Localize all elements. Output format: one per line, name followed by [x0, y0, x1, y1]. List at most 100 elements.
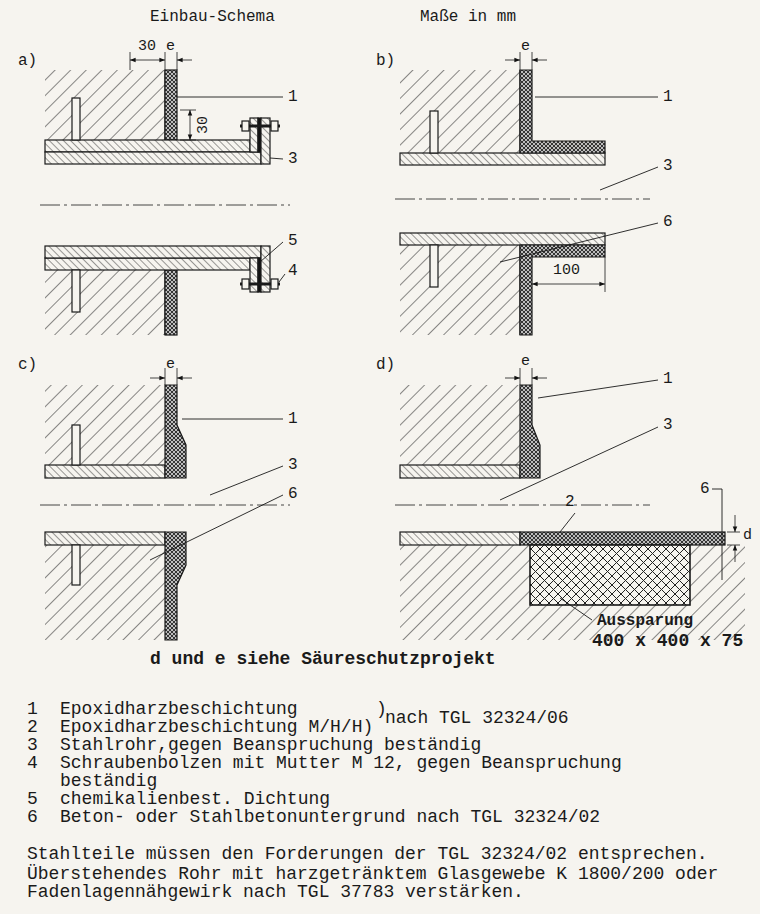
installation-c — [177, 378, 192, 379]
installation-c — [45, 385, 165, 465]
installation-b — [400, 245, 520, 335]
legend-text: Schraubenbolzen mit Mutter M 12, gegen B… — [60, 754, 660, 790]
installation-b — [430, 111, 438, 153]
installation-c — [72, 425, 80, 465]
installation-a — [45, 246, 261, 258]
installation-c — [177, 368, 178, 385]
reference-note: d und e siehe Säureschutzprojekt — [150, 650, 496, 668]
installation-d — [712, 489, 722, 580]
installation-a — [72, 98, 80, 140]
installation-d — [400, 465, 520, 478]
installation-b — [532, 284, 605, 285]
callout-number: 6 — [700, 480, 710, 498]
installation-d — [395, 368, 745, 640]
callout-number: 6 — [663, 213, 673, 231]
installation-d — [520, 368, 521, 385]
installation-a — [165, 70, 177, 140]
footnote: Stahlteile müssen den Forderungen der TG… — [27, 845, 732, 863]
callout-number: 5 — [288, 232, 298, 250]
installation-c — [210, 466, 283, 495]
installation-c — [165, 532, 186, 640]
installation-a — [45, 152, 261, 164]
legend-number: 3 — [27, 736, 38, 754]
installation-a — [45, 70, 165, 140]
installation-c — [40, 505, 290, 506]
installation-a — [271, 279, 278, 289]
installation-c — [45, 532, 165, 545]
callout-number: 1 — [663, 370, 673, 388]
installation-d — [500, 427, 658, 500]
footnote: Überstehendes Rohr mit harzgetränktem Gl… — [27, 865, 732, 901]
installation-d — [520, 532, 725, 545]
dimension: 100 — [553, 262, 580, 280]
installation-d — [532, 368, 533, 385]
panel-letter: d) — [376, 356, 395, 374]
installation-b — [605, 257, 606, 292]
installation-b — [430, 245, 438, 287]
callout-number: 1 — [663, 88, 673, 106]
installation-d — [400, 385, 520, 465]
callout-number: 2 — [565, 493, 575, 511]
installation-b — [400, 70, 520, 153]
dimension: 30 — [195, 116, 213, 134]
installation-b — [520, 70, 605, 153]
callout-number: 6 — [288, 485, 298, 503]
installation-d — [400, 545, 745, 640]
dimension: e — [521, 353, 530, 371]
installation-d — [538, 380, 658, 398]
callout-number: 3 — [288, 456, 298, 474]
installation-c — [45, 545, 165, 640]
dimension: e — [521, 38, 530, 56]
installation-b — [520, 245, 605, 335]
installation-c — [72, 545, 80, 585]
installation-a — [165, 52, 166, 70]
installation-d — [727, 532, 740, 533]
installation-d — [532, 378, 547, 379]
installation-a — [180, 140, 196, 141]
installation-c — [182, 419, 283, 420]
recess-label: Aussparung — [597, 612, 693, 630]
legend-text: nach TGL 32324/06 — [385, 709, 569, 727]
installation-d — [400, 532, 520, 545]
installation-a — [45, 270, 165, 335]
installation-a — [250, 118, 258, 152]
installation-d — [735, 515, 736, 532]
legend-number: 5 — [27, 790, 38, 808]
installation-a — [180, 110, 196, 111]
installation-b — [395, 52, 658, 335]
installation-b — [532, 52, 533, 70]
installation-a — [177, 60, 192, 61]
installation-c — [165, 368, 166, 385]
installation-d — [505, 378, 520, 379]
installation-a — [271, 121, 278, 131]
installation-d — [395, 505, 650, 506]
installation-a — [242, 121, 249, 131]
installation-a — [45, 258, 250, 270]
installation-b — [400, 233, 605, 245]
installation-a — [242, 279, 249, 289]
installation-b — [520, 52, 521, 70]
installation-c — [40, 368, 290, 640]
legend-text: Beton- oder Stahlbetonuntergrund nach TG… — [60, 808, 600, 826]
installation-a — [270, 158, 283, 159]
callout-number: 1 — [288, 410, 298, 428]
installation-b — [600, 167, 658, 190]
installation-b — [395, 199, 650, 200]
installation-a — [165, 270, 177, 335]
installation-c — [150, 495, 283, 560]
installation-d — [560, 598, 592, 620]
dimension: d — [743, 527, 752, 545]
dimension: 30 — [138, 38, 156, 56]
installation-d — [735, 545, 736, 562]
callout-number: 4 — [288, 262, 298, 280]
callout-number: 3 — [663, 416, 673, 434]
installation-a — [40, 205, 290, 206]
installation-a — [72, 270, 80, 312]
installation-c — [165, 385, 186, 478]
installation-b — [400, 153, 605, 165]
installation-b — [505, 60, 520, 61]
installation-a — [260, 242, 283, 262]
installation-a — [190, 110, 191, 140]
legend-number: 6 — [27, 808, 38, 826]
